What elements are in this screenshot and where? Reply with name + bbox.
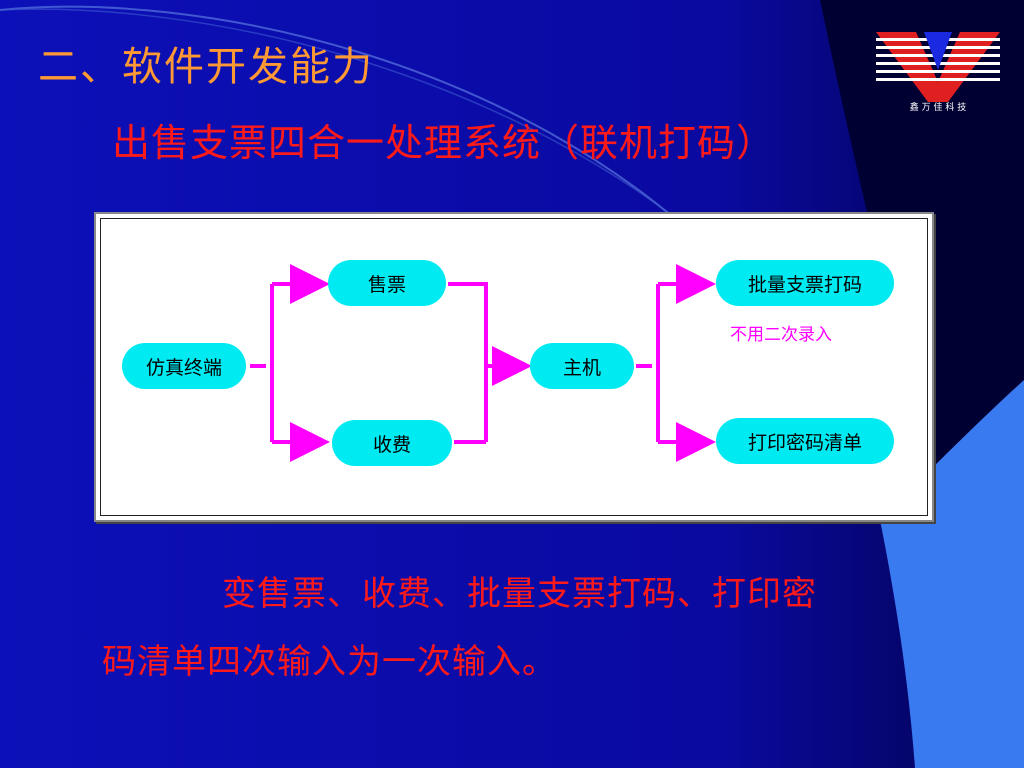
connector-sell-out — [448, 282, 488, 442]
note-no-reentry: 不用二次录入 — [730, 325, 832, 345]
node-sell: 售票 — [328, 260, 446, 306]
node-batch-print: 批量支票打码 — [716, 260, 894, 306]
node-fee: 收费 — [332, 420, 452, 466]
paragraph-line-1: 变售票、收费、批量支票打码、打印密 — [222, 574, 817, 614]
company-logo: 鑫 万 佳 科 技 — [876, 32, 1000, 113]
panel-inner-border — [100, 218, 928, 516]
slide-subtitle: 出售支票四合一处理系统（联机打码） — [112, 121, 776, 165]
flow-diagram-panel: 仿真终端 售票 收费 主机 批量支票打码 不用二次录入 打印密码清单 — [94, 212, 934, 522]
logo-text: 鑫 万 佳 科 技 — [910, 101, 966, 113]
node-password-list: 打印密码清单 — [716, 418, 894, 464]
paragraph-line-2: 码清单四次输入为一次输入。 — [102, 642, 557, 682]
node-host: 主机 — [530, 343, 634, 389]
logo-stripes — [876, 32, 1000, 102]
flow-connectors — [250, 264, 716, 462]
node-terminal: 仿真终端 — [122, 343, 246, 389]
slide-title: 二、软件开发能力 — [38, 44, 374, 90]
